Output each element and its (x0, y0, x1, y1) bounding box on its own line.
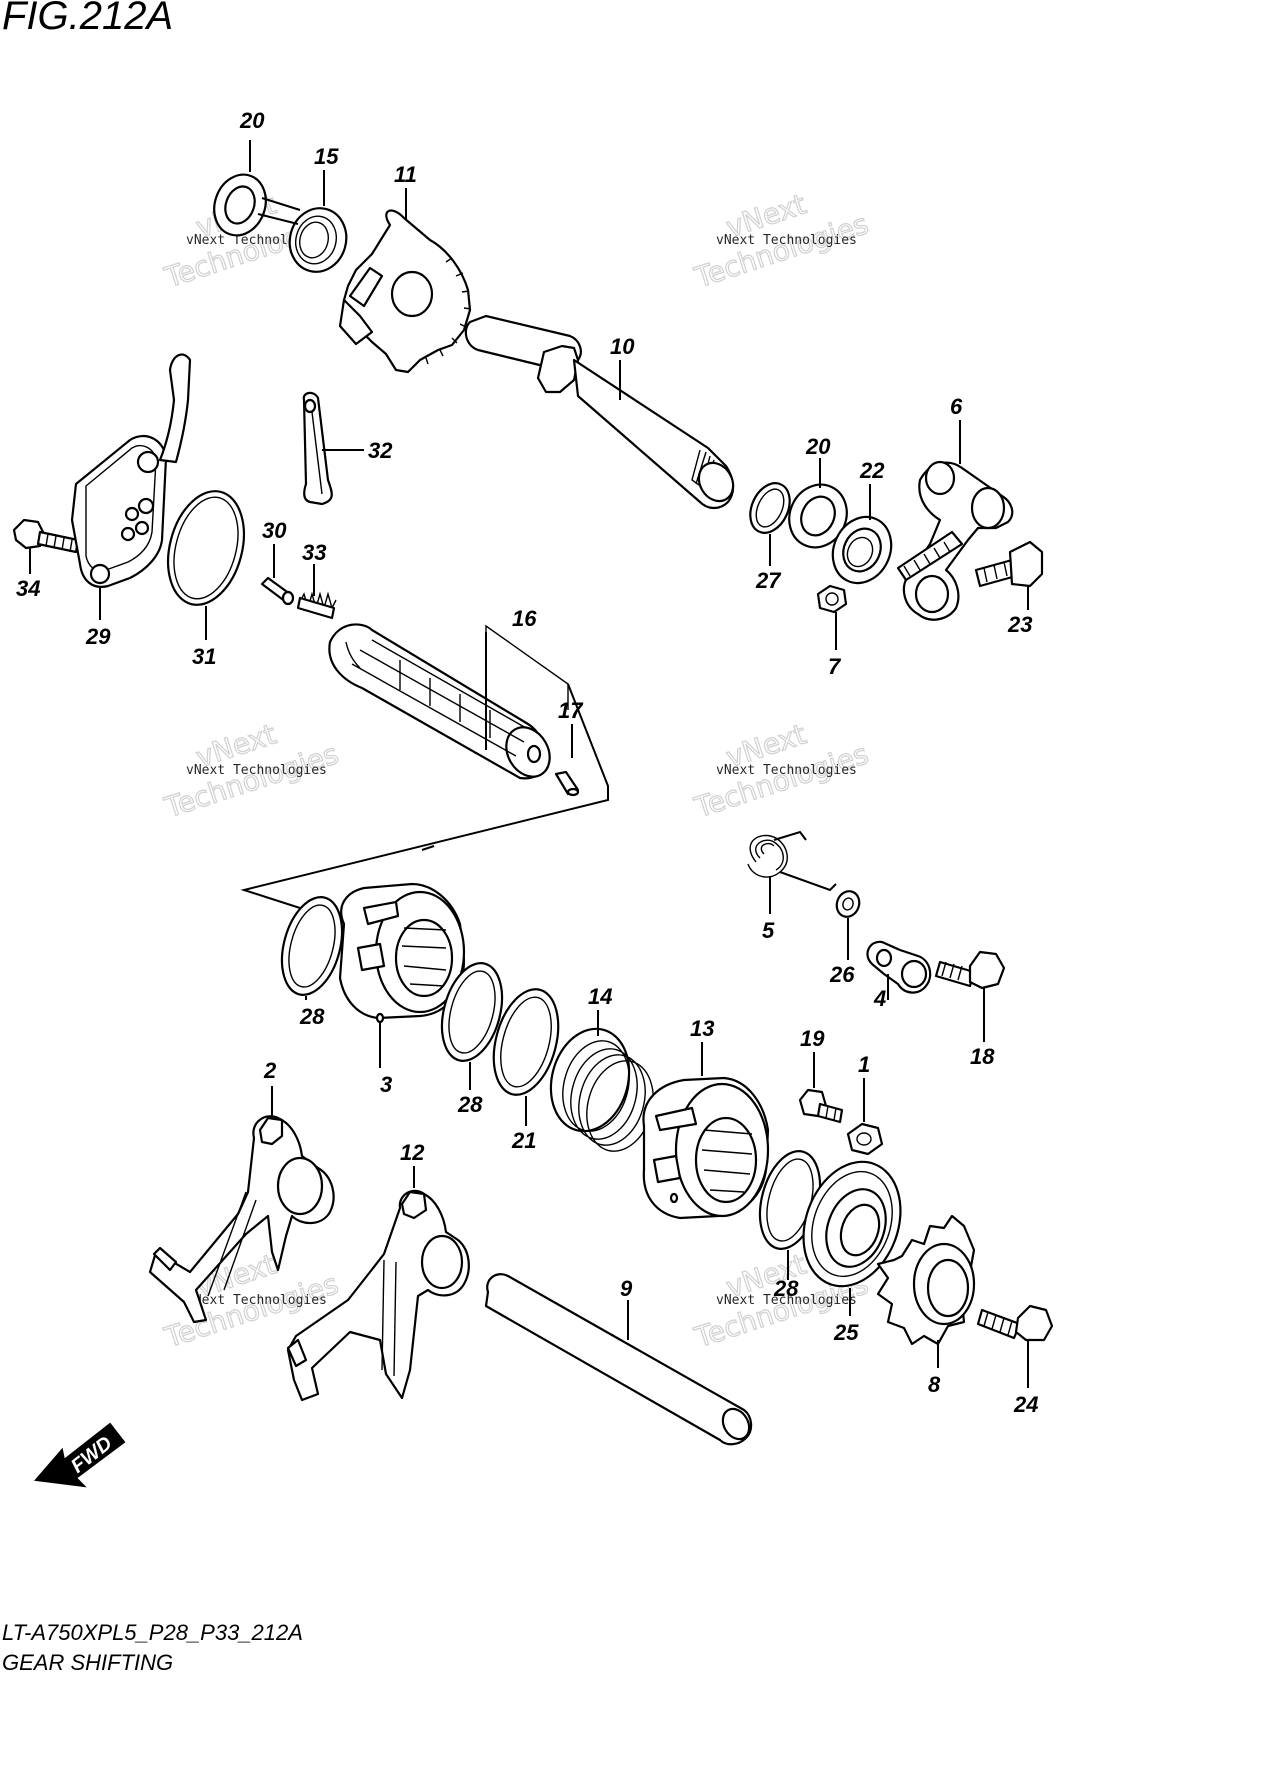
callout-10: 10 (610, 334, 635, 359)
figure-title: FIG.212A (2, 0, 174, 38)
svg-text:vNext Technologies: vNext Technologies (716, 233, 857, 248)
callout-29: 29 (85, 624, 111, 649)
part-16-gearshift-cam (328, 623, 569, 780)
callout-labels: 20 15 11 10 32 6 20 22 27 23 7 34 29 30 … (16, 108, 1038, 1417)
callout-28-upper: 28 (299, 1004, 325, 1029)
callout-21: 21 (511, 1128, 536, 1153)
callout-34: 34 (16, 576, 40, 601)
callout-4: 4 (873, 986, 886, 1011)
part-20-washer-right (788, 458, 848, 549)
callout-32: 32 (368, 438, 393, 463)
callout-28-lower: 28 (773, 1276, 799, 1301)
part-29-gear-position-switch (70, 353, 192, 620)
part-9-fork-shaft (484, 1273, 753, 1446)
callout-22: 22 (859, 458, 885, 483)
part-32-clip (302, 391, 364, 506)
svg-text:vNext Technologies: vNext Technologies (186, 1293, 327, 1308)
part-21-washer (492, 988, 560, 1126)
callout-26: 26 (829, 962, 855, 987)
part-18-bolt (934, 950, 1006, 1042)
part-17-pin (554, 724, 580, 797)
callout-15: 15 (314, 144, 339, 169)
callout-20-top: 20 (239, 108, 265, 133)
callout-19: 19 (800, 1026, 825, 1051)
part-6-pinch-bolt (896, 530, 964, 582)
callout-6: 6 (950, 394, 963, 419)
part-23-bolt (974, 540, 1044, 610)
callout-18: 18 (970, 1044, 995, 1069)
callout-16: 16 (512, 606, 537, 631)
section-name: GEAR SHIFTING (2, 1650, 174, 1675)
callout-1: 1 (858, 1052, 870, 1077)
model-code: LT-A750XPL5_P28_P33_212A (2, 1620, 303, 1645)
callout-3: 3 (380, 1072, 392, 1097)
callout-5: 5 (762, 918, 775, 943)
part-3-cam-driven-gear (338, 882, 466, 1068)
part-25-bearing (802, 1160, 902, 1316)
part-7-nut (816, 584, 848, 650)
callout-9: 9 (620, 1276, 633, 1301)
callout-33: 33 (302, 540, 326, 565)
callout-23: 23 (1007, 612, 1032, 637)
part-31-o-ring (167, 490, 245, 640)
callout-31: 31 (192, 644, 216, 669)
part-22-oil-seal (831, 484, 893, 585)
part-11-shift-cam-plate (338, 188, 472, 374)
part-4-shift-stopper-arm (866, 940, 932, 1000)
part-26-washer (835, 890, 861, 960)
part-20-washer-top (213, 140, 267, 237)
part-1-nut (846, 1078, 884, 1156)
part-28-circlip-middle (440, 962, 504, 1090)
part-5-stopper-spring (747, 830, 837, 914)
part-28-circlip-upper (280, 896, 344, 1000)
part-2-shift-fork (148, 1086, 335, 1324)
callout-20-right: 20 (805, 434, 831, 459)
part-15-return-spring (257, 170, 348, 273)
assembly-link-line (240, 683, 609, 909)
callout-27: 27 (755, 568, 782, 593)
part-33-spring (296, 564, 337, 620)
callout-25: 25 (833, 1320, 859, 1345)
part-14-spring (549, 1010, 654, 1152)
watermark-mid-right: Technologies vNext vNext Technologies (690, 717, 873, 825)
svg-text:vNext Technologies: vNext Technologies (186, 763, 327, 778)
callout-11: 11 (394, 162, 417, 187)
part-10-shift-shaft (464, 314, 735, 510)
svg-text:vNext Technologies: vNext Technologies (716, 1293, 857, 1308)
callout-2: 2 (263, 1058, 277, 1083)
callout-28-middle: 28 (457, 1092, 483, 1117)
callout-12: 12 (400, 1140, 425, 1165)
part-13-cam-drive-gear (642, 1042, 770, 1220)
callout-17: 17 (558, 698, 584, 723)
part-19-bolt (798, 1052, 844, 1124)
callout-24: 24 (1013, 1392, 1038, 1417)
watermark-mid-left: Technologies vNext vNext Technologies (160, 717, 343, 825)
watermark-top-right: Technologies vNext vNext Technologies (690, 187, 873, 295)
part-30-pin (260, 544, 295, 606)
callout-8: 8 (928, 1372, 941, 1397)
part-12-shift-fork (286, 1166, 470, 1402)
part-34-bolt (12, 518, 80, 574)
callout-30: 30 (262, 518, 287, 543)
part-8-cam-stopper-plate (876, 1214, 976, 1368)
callout-7: 7 (828, 654, 842, 679)
svg-text:vNext Technologies: vNext Technologies (716, 763, 857, 778)
part-6-shift-arm (902, 420, 1014, 621)
part-27-circlip (749, 482, 791, 566)
callout-13: 13 (690, 1016, 714, 1041)
callout-14: 14 (588, 984, 612, 1009)
forward-direction-arrow: FWD (34, 1422, 126, 1488)
part-24-bolt (976, 1304, 1054, 1388)
